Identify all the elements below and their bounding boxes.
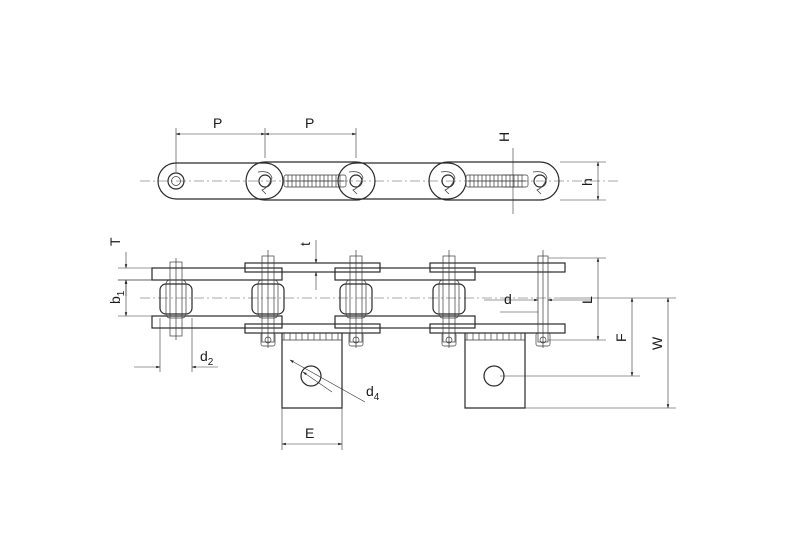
label-L: L: [579, 296, 595, 304]
label-W: W: [649, 336, 665, 350]
roller-3: [339, 279, 373, 319]
upper-inner-plate-2: [429, 262, 566, 273]
label-E: E: [305, 425, 314, 441]
outer-plate-left: [157, 162, 284, 200]
inner-plate-1: [245, 161, 376, 201]
label-pitch-2: P: [305, 115, 314, 131]
roller-1: [159, 279, 193, 319]
upper-outer-plate-2: [334, 267, 476, 281]
upper-outer-plate-1: [151, 267, 283, 281]
outer-plate-right: [337, 162, 467, 200]
label-F: F: [613, 333, 629, 342]
label-d2: d2: [200, 348, 214, 368]
toothed-slot-2: [465, 174, 529, 188]
label-d4: d4: [366, 383, 380, 403]
front-view: T b1 t d L F W d2: [107, 237, 676, 450]
lower-inner-plate-2: [429, 323, 566, 334]
label-T: T: [107, 237, 123, 246]
roller-2: [251, 279, 285, 319]
label-t: t: [297, 242, 313, 246]
inner-plate-2: [428, 161, 560, 201]
label-d: d: [504, 291, 512, 307]
toothed-slot-1: [283, 174, 347, 188]
lower-outer-plate-1: [151, 315, 283, 329]
attachment-tab-2: [464, 333, 526, 409]
label-h: h: [579, 178, 595, 186]
roller-4: [432, 279, 466, 319]
lower-outer-plate-2: [334, 315, 476, 329]
label-H: H: [496, 132, 512, 142]
top-view: P P H h: [140, 115, 620, 214]
label-pitch-1: P: [213, 115, 222, 131]
attachment-tab-1: [281, 333, 343, 409]
label-b1: b1: [107, 290, 127, 304]
